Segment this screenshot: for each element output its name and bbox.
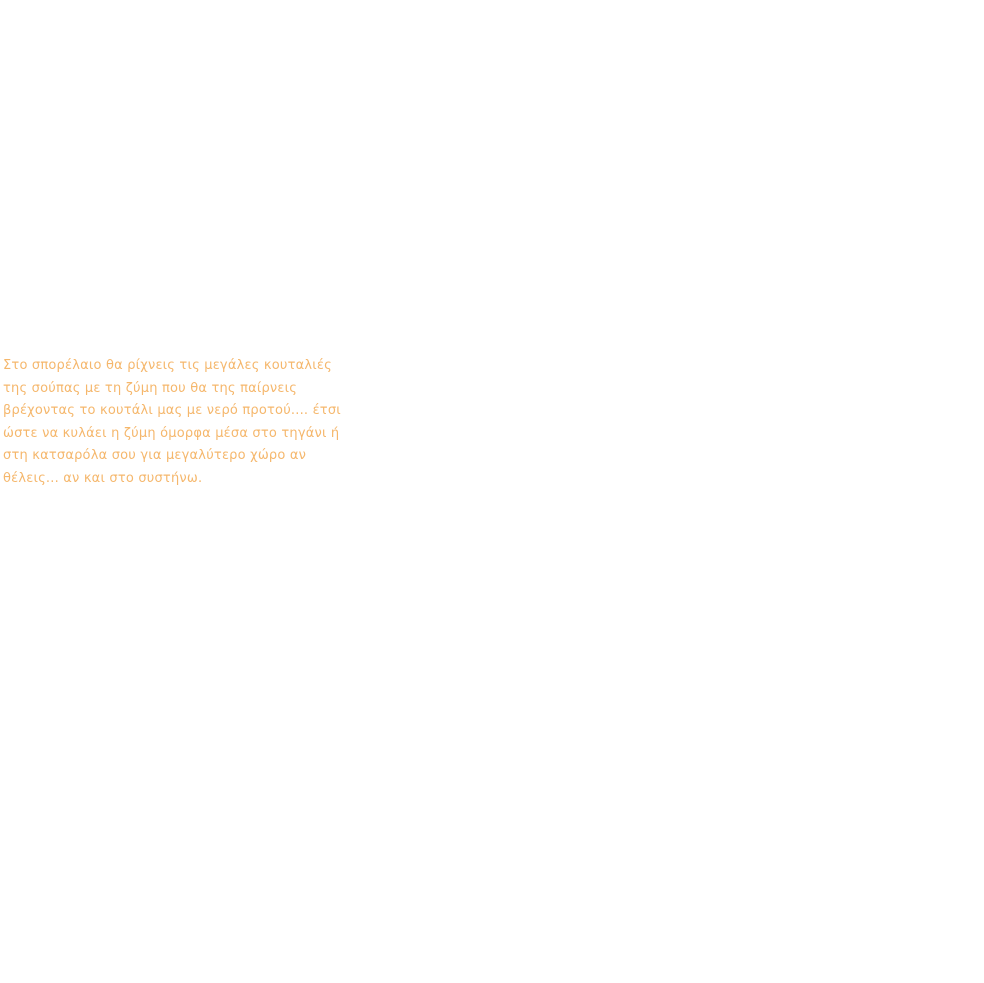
paragraph-line: της σούπας με τη ζύμη που θα της παίρνει… [3,380,298,396]
paragraph-line: ώστε να κυλάει η ζύμη όμορφα μέσα στο τη… [3,425,340,441]
recipe-instruction-paragraph: Στο σπορέλαιο θα ρίχνεις τις μεγάλες κου… [3,355,341,490]
paragraph-line: θέλεις... αν και στο συστήνω. [3,470,203,486]
paragraph-line: βρέχοντας το κουτάλι μας με νερό προτού.… [3,403,341,418]
paragraph-line: στη κατσαρόλα σου για μεγαλύτερο χώρο αν [3,448,307,463]
paragraph-line: Στο σπορέλαιο θα ρίχνεις τις μεγάλες κου… [3,358,332,373]
